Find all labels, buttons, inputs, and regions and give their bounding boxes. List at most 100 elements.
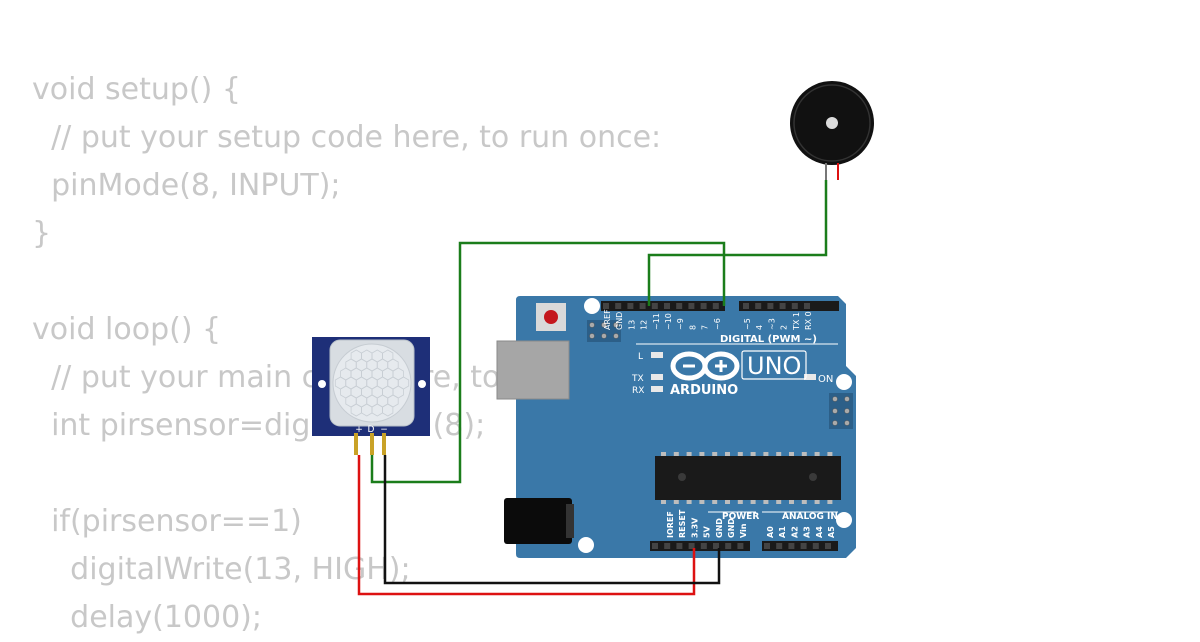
chip-pin [750,500,756,504]
header-socket[interactable] [791,303,798,309]
pir-motion-sensor[interactable]: +D− [312,337,430,455]
buzzer-center [826,117,838,129]
pir-pin-labels: +D− [355,425,388,435]
fresnel-cell [382,403,394,417]
header-socket[interactable] [639,303,646,309]
digital-pin-label: TX 1 [792,312,801,331]
power-pin-label: GND [727,518,736,538]
wire-pir-gnd-to-gnd[interactable] [383,455,721,585]
led-l-label: L [638,352,643,362]
chip-pin [776,500,782,504]
power-header-block [650,541,750,551]
chip-pin [776,452,782,456]
code-line: pinMode(8, INPUT); [32,168,341,203]
buzzer-ring [793,84,871,162]
pir-mount-hole-right [418,380,426,388]
chip-pin [814,500,820,504]
header-socket[interactable] [804,303,810,309]
chip-pin [712,452,718,456]
uno-model-box [741,350,807,380]
pir-pin-label: + [355,425,363,435]
power-pin-label: IOREF [666,511,675,538]
reset-button[interactable] [544,310,558,324]
code-line: // put your setup code here, to run once… [32,120,662,155]
header-socket[interactable] [664,303,670,309]
header-socket[interactable] [627,303,634,309]
header-socket[interactable] [664,543,671,549]
header-socket[interactable] [688,543,695,549]
header-socket[interactable] [812,543,819,549]
analog-pin-header[interactable] [762,541,838,551]
code-line: delay(1000); [32,600,262,635]
chip-pin [827,500,833,504]
board-brand: ARDUINO [670,383,738,398]
pir-pin-vcc[interactable] [354,433,358,455]
digital-pin-label: ~5 [743,318,752,330]
header-socket[interactable] [652,543,658,549]
wire-pir-data-to-pin8[interactable] [370,241,726,484]
power-pin-label: RESET [678,509,687,538]
header-socket[interactable] [755,303,762,309]
chip-pin [673,452,679,456]
led-tx [651,374,663,380]
digital-pin-label: 8 [688,325,697,330]
pir-fresnel-dome [332,343,412,423]
power-pin-header[interactable] [650,541,750,551]
header-socket[interactable] [743,303,749,309]
header-socket[interactable] [676,303,683,309]
header-socket[interactable] [603,303,609,309]
mounting-hole [836,374,852,390]
power-pin-label: Vin [739,523,748,538]
header-socket[interactable] [825,543,831,549]
buzzer[interactable] [790,81,874,180]
digital-pin-label: ~9 [676,318,685,330]
analog-label: ANALOG IN [782,512,838,522]
analog-pin-label: A3 [803,526,812,538]
chip-pin [737,500,743,504]
digital-pin-header[interactable] [601,301,839,311]
header-socket[interactable] [764,543,770,549]
power-pin-label: GND [715,518,724,538]
power-pin-label: 5V [703,525,712,538]
header-socket[interactable] [779,303,786,309]
wire-pir-vcc-to-5v[interactable] [357,455,696,596]
pir-pin-gnd[interactable] [382,433,386,455]
digital-pin-label: 2 [780,325,789,330]
header-socket[interactable] [725,543,732,549]
header-socket[interactable] [712,303,719,309]
analog-pin-label: A0 [766,526,775,538]
header-socket[interactable] [676,543,683,549]
wire-buzzer-to-gnd[interactable] [647,180,828,306]
chip-pin [801,500,807,504]
pir-pin-data[interactable] [370,433,374,455]
header-socket[interactable] [788,543,795,549]
header-socket[interactable] [800,543,807,549]
header-socket[interactable] [737,543,744,549]
chip-notch [678,473,686,481]
header-socket[interactable] [688,303,695,309]
header-socket[interactable] [700,303,707,309]
header-socket[interactable] [713,543,719,549]
pir-fresnel-pattern [334,349,410,417]
led-l [651,352,663,358]
power-pin-label: 3.3V [690,517,699,538]
mounting-hole [584,298,600,314]
led-on [804,374,816,380]
icsp-header-right [829,393,853,429]
header-socket[interactable] [776,543,783,549]
chip-pin [712,500,718,504]
power-label: POWER [722,512,759,522]
chip-pin [789,452,794,456]
header-socket[interactable] [615,303,622,309]
chip-pin [750,452,756,456]
header-socket[interactable] [651,303,658,309]
led-rx [651,386,663,392]
header-socket[interactable] [700,543,707,549]
header-socket[interactable] [767,303,774,309]
code-line: digitalWrite(13, HIGH); [32,552,411,587]
mounting-hole [578,537,594,553]
